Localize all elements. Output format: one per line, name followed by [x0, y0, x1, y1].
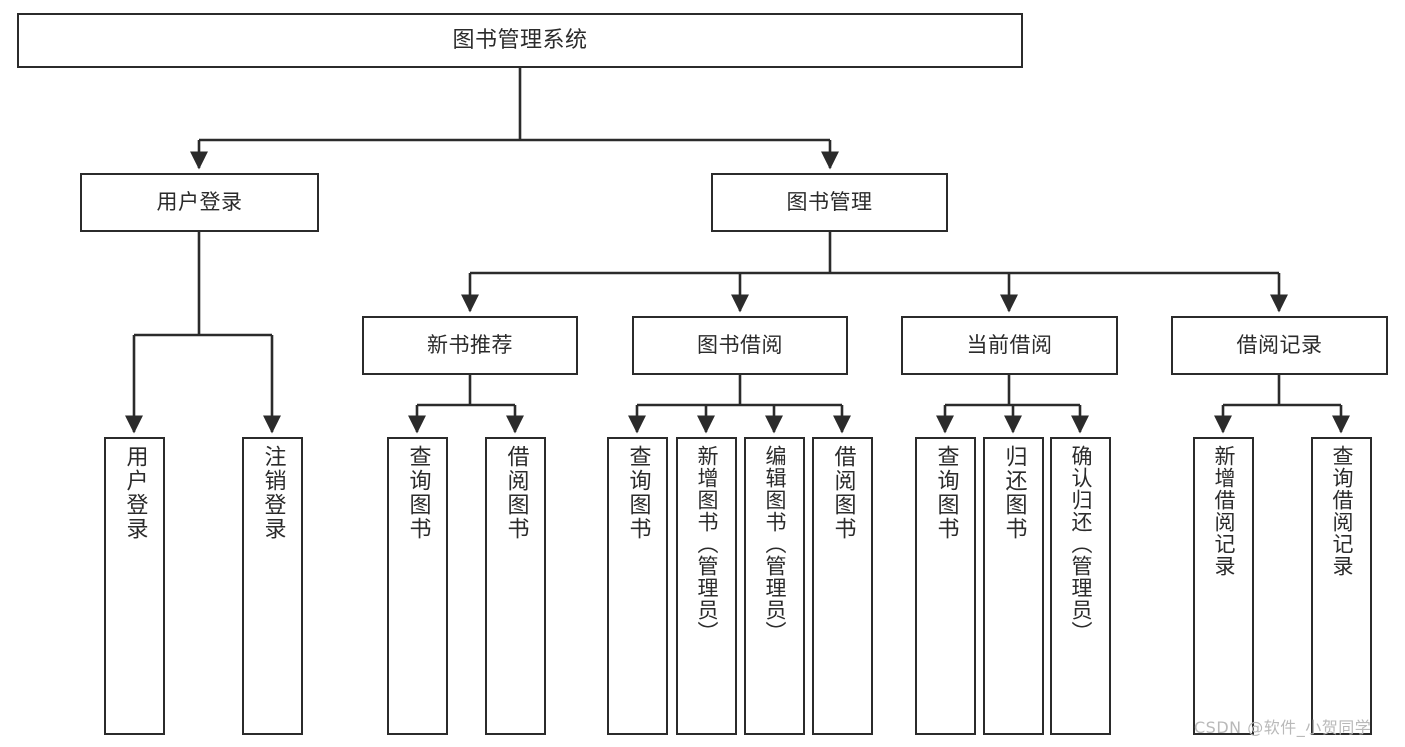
node-leaf-borrow-book-1-label: 借阅图书 [503, 445, 529, 541]
node-leaf-query-book-1-label: 查询图书 [405, 445, 431, 541]
node-leaf-logout-label: 注销登录 [260, 445, 286, 541]
node-leaf-edit-book[interactable]: 编辑图书（管理员） [744, 437, 805, 735]
node-current-borrow[interactable]: 当前借阅 [901, 316, 1118, 375]
node-leaf-add-record-label: 新增借阅记录 [1212, 445, 1236, 577]
node-leaf-query-record[interactable]: 查询借阅记录 [1311, 437, 1372, 735]
node-leaf-borrow-book-1[interactable]: 借阅图书 [485, 437, 546, 735]
node-book-borrow-label: 图书借阅 [697, 333, 783, 358]
node-leaf-return-book-label: 归还图书 [1001, 445, 1027, 541]
node-borrow-record-label: 借阅记录 [1236, 333, 1323, 358]
node-leaf-user-login-label: 用户登录 [122, 445, 148, 541]
node-leaf-return-book[interactable]: 归还图书 [983, 437, 1044, 735]
node-user-login-label: 用户登录 [156, 190, 243, 215]
node-new-book-rec[interactable]: 新书推荐 [362, 316, 578, 375]
node-leaf-borrow-book-2-label: 借阅图书 [830, 445, 856, 541]
node-leaf-confirm-return[interactable]: 确认归还（管理员） [1050, 437, 1111, 735]
node-leaf-query-book-2[interactable]: 查询图书 [607, 437, 668, 735]
node-book-manage[interactable]: 图书管理 [711, 173, 948, 232]
node-leaf-query-record-label: 查询借阅记录 [1330, 445, 1354, 577]
node-leaf-query-book-1[interactable]: 查询图书 [387, 437, 448, 735]
node-root[interactable]: 图书管理系统 [17, 13, 1023, 68]
node-book-manage-label: 图书管理 [786, 190, 873, 215]
node-leaf-add-record[interactable]: 新增借阅记录 [1193, 437, 1254, 735]
node-user-login[interactable]: 用户登录 [80, 173, 319, 232]
node-leaf-logout[interactable]: 注销登录 [242, 437, 303, 735]
node-root-label: 图书管理系统 [452, 27, 588, 53]
node-leaf-confirm-return-label: 确认归还（管理员） [1069, 445, 1093, 643]
node-leaf-add-book-label: 新增图书（管理员） [695, 445, 719, 643]
node-book-borrow[interactable]: 图书借阅 [632, 316, 848, 375]
node-leaf-user-login[interactable]: 用户登录 [104, 437, 165, 735]
node-leaf-edit-book-label: 编辑图书（管理员） [763, 445, 787, 643]
node-leaf-add-book[interactable]: 新增图书（管理员） [676, 437, 737, 735]
node-leaf-query-book-3[interactable]: 查询图书 [915, 437, 976, 735]
node-leaf-borrow-book-2[interactable]: 借阅图书 [812, 437, 873, 735]
node-current-borrow-label: 当前借阅 [966, 333, 1053, 358]
node-borrow-record[interactable]: 借阅记录 [1171, 316, 1388, 375]
node-new-book-rec-label: 新书推荐 [427, 333, 513, 358]
node-leaf-query-book-2-label: 查询图书 [625, 445, 651, 541]
node-leaf-query-book-3-label: 查询图书 [933, 445, 959, 541]
watermark: CSDN @软件_小贺同学 [1194, 718, 1372, 737]
